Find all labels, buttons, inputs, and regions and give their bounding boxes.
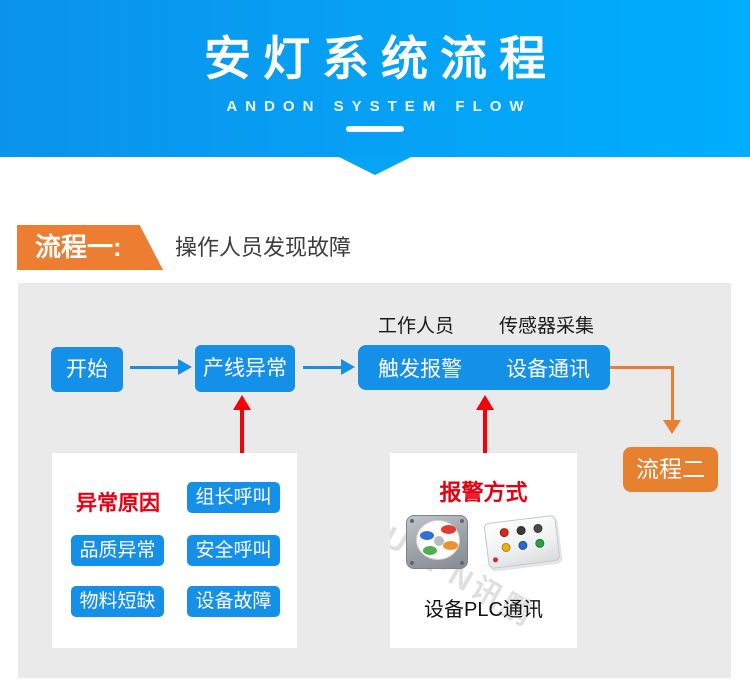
- flow-arrow-right-icon: [130, 359, 192, 376]
- flow-node-line-abnormal: 产线异常: [195, 345, 295, 392]
- label-staff: 工作人员: [378, 316, 455, 337]
- alarm-box-title: 报警方式: [439, 480, 528, 505]
- connector-line: [671, 366, 674, 421]
- flow-arrow-right-icon: [303, 359, 355, 376]
- connector-arrow-down-icon: [663, 420, 681, 434]
- plc-control-box-image: [483, 514, 561, 570]
- flow-node-alarm-bar: 触发报警 设备通讯: [358, 345, 610, 390]
- button-safety-call: 安全呼叫: [187, 535, 280, 566]
- alarm-box-caption: 设备PLC通讯: [424, 599, 543, 621]
- connector-line: [610, 366, 674, 369]
- flow-node-device-comm: 设备通讯: [506, 357, 590, 381]
- section-flag-process-one: 流程一:: [17, 225, 163, 270]
- button-device-failure: 设备故障: [187, 586, 280, 617]
- flow-node-trigger-alarm: 触发报警: [378, 357, 462, 381]
- reason-box-title: 异常原因: [76, 492, 160, 515]
- header-banner: 安灯系统流程 ANDON SYSTEM FLOW: [0, 0, 750, 157]
- label-sensor-collect: 传感器采集: [499, 316, 595, 337]
- page-subtitle: ANDON SYSTEM FLOW: [226, 98, 532, 115]
- button-leader-call: 组长呼叫: [187, 482, 280, 513]
- abnormal-reason-box: 异常原因 组长呼叫 品质异常 安全呼叫 物料短缺 设备故障: [52, 453, 297, 648]
- page-title: 安灯系统流程: [204, 32, 558, 85]
- andon-call-box-image: [406, 515, 468, 569]
- flow-node-process-two: 流程二: [623, 447, 718, 492]
- button-material-shortage: 物料短缺: [71, 586, 164, 617]
- alarm-method-box: SUNPN讯鹏 报警方式: [390, 453, 577, 648]
- flow-node-start: 开始: [51, 347, 123, 392]
- flowchart-panel: 开始 产线异常 工作人员 传感器采集 触发报警 设备通讯 流程二 异常原因: [18, 283, 731, 678]
- button-quality-abnormal: 品质异常: [71, 535, 164, 566]
- title-underline: [346, 126, 404, 132]
- section-description: 操作人员发现故障: [175, 235, 352, 260]
- banner-chevron-down-icon: [339, 157, 411, 175]
- red-arrow-up-icon: [233, 395, 251, 453]
- red-arrow-up-icon: [476, 395, 494, 453]
